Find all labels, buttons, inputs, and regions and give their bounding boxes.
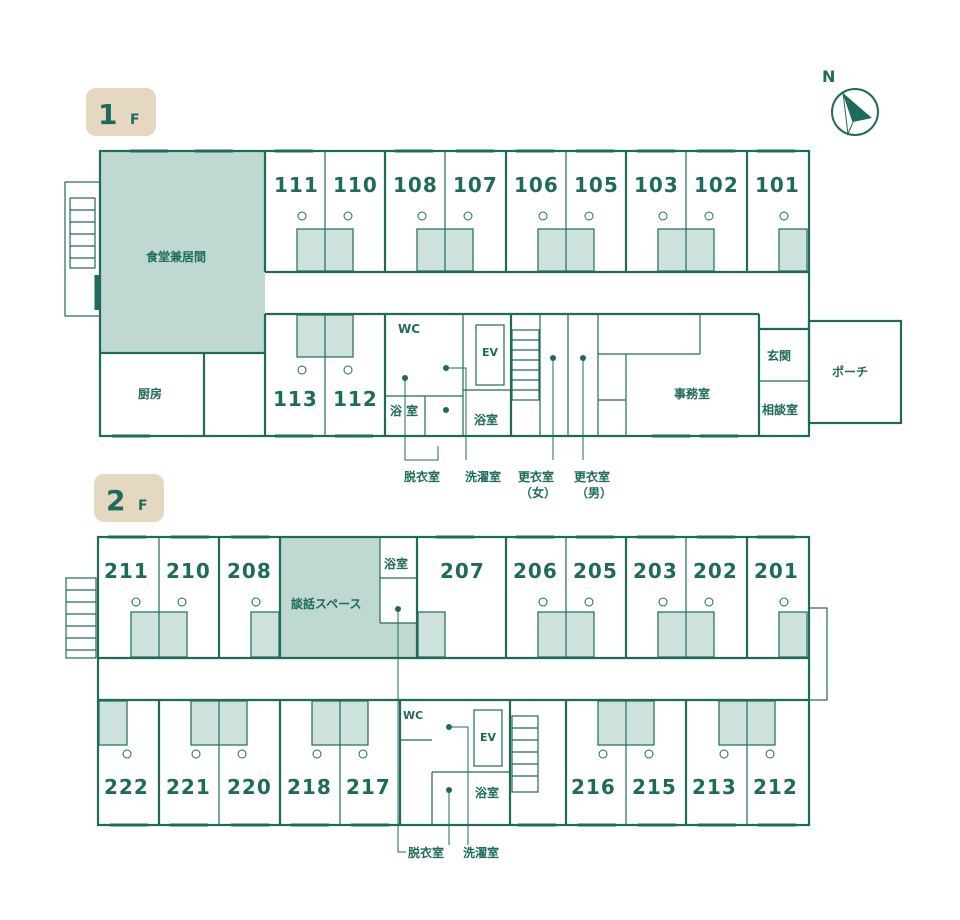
room-211: 211 (104, 559, 149, 583)
room-220: 220 (227, 775, 272, 799)
porch (807, 319, 903, 425)
room-221: 221 (166, 775, 211, 799)
laundry-callout-1f: 洗濯室 (465, 469, 501, 484)
room-106: 106 (514, 173, 559, 197)
floor2-badge-number: 2 (106, 484, 125, 517)
stairs-icon (65, 577, 539, 793)
room-103: 103 (634, 173, 679, 197)
dressing-callout-2f: 脱衣室 (408, 845, 444, 860)
floor1-badge-number: 1 (98, 98, 117, 131)
room-208: 208 (227, 559, 272, 583)
floor1-badge-letter: F (130, 112, 140, 128)
change-room-m-sub: （男） (576, 485, 612, 500)
room-111: 111 (274, 173, 319, 197)
room-101: 101 (755, 173, 800, 197)
callouts-1f (402, 355, 586, 461)
bath-label-2f-south: 浴室 (475, 785, 499, 800)
room-207: 207 (440, 559, 485, 583)
entrance-label: 玄関 (767, 348, 791, 363)
room-113: 113 (273, 387, 318, 411)
room-112: 112 (333, 387, 378, 411)
room-202: 202 (693, 559, 738, 583)
room-222: 222 (104, 775, 149, 799)
compass: N (822, 67, 879, 136)
bath-label-1f-b: 浴室 (474, 412, 498, 427)
room-205: 205 (573, 559, 618, 583)
room-212: 212 (753, 775, 798, 799)
floor2-plan: 談話スペース 浴室 WC EV 浴室 211 210 208 207 206 2… (65, 535, 828, 860)
wc-label-2f: WC (403, 709, 423, 722)
ev-label-1f: EV (482, 346, 499, 359)
bath-label-2f: 浴室 (384, 556, 408, 571)
room-217: 217 (346, 775, 391, 799)
room-203: 203 (633, 559, 678, 583)
room-102: 102 (694, 173, 739, 197)
stairs-icon (512, 339, 539, 391)
laundry-callout-2f: 洗濯室 (463, 845, 499, 860)
compass-label: N (822, 67, 835, 86)
floor1-plan: 食堂兼居間 厨房 WC 浴 室 浴室 EV 事務室 玄関 相談室 ポーチ 111… (64, 149, 903, 500)
room-216: 216 (571, 775, 616, 799)
room-218: 218 (287, 775, 332, 799)
lounge-label: 談話スペース (291, 596, 362, 611)
room-108: 108 (393, 173, 438, 197)
floor2-badge-letter: F (138, 498, 148, 514)
floor2-badge: 2 F (94, 474, 164, 522)
ev-label-2f: EV (480, 731, 497, 744)
windows-2f (108, 535, 796, 827)
room-107: 107 (453, 173, 498, 197)
room-105: 105 (574, 173, 619, 197)
dining-label: 食堂兼居間 (145, 249, 206, 264)
office-label: 事務室 (674, 386, 710, 401)
north-arrow-icon (831, 88, 879, 136)
floor1-badge: 1 F (86, 88, 156, 136)
kitchen-label: 厨房 (138, 386, 162, 401)
wc-label-1f: WC (398, 322, 420, 336)
bath-label-1f-a: 浴 室 (390, 403, 418, 418)
room-206: 206 (513, 559, 558, 583)
windows-1f (112, 149, 795, 438)
room-210: 210 (166, 559, 211, 583)
lounge-area (280, 537, 380, 658)
change-room-m: 更衣室 (574, 469, 610, 484)
room-110: 110 (333, 173, 378, 197)
consult-label: 相談室 (762, 402, 798, 417)
porch-label: ポーチ (832, 364, 868, 379)
change-room-f-sub: （女） (520, 485, 556, 500)
room-215: 215 (632, 775, 677, 799)
room-213: 213 (692, 775, 737, 799)
callouts-2f (395, 606, 469, 853)
dressing-callout-1f: 脱衣室 (404, 469, 440, 484)
room-201: 201 (754, 559, 799, 583)
dining-area (100, 151, 265, 353)
change-room-f: 更衣室 (518, 469, 554, 484)
